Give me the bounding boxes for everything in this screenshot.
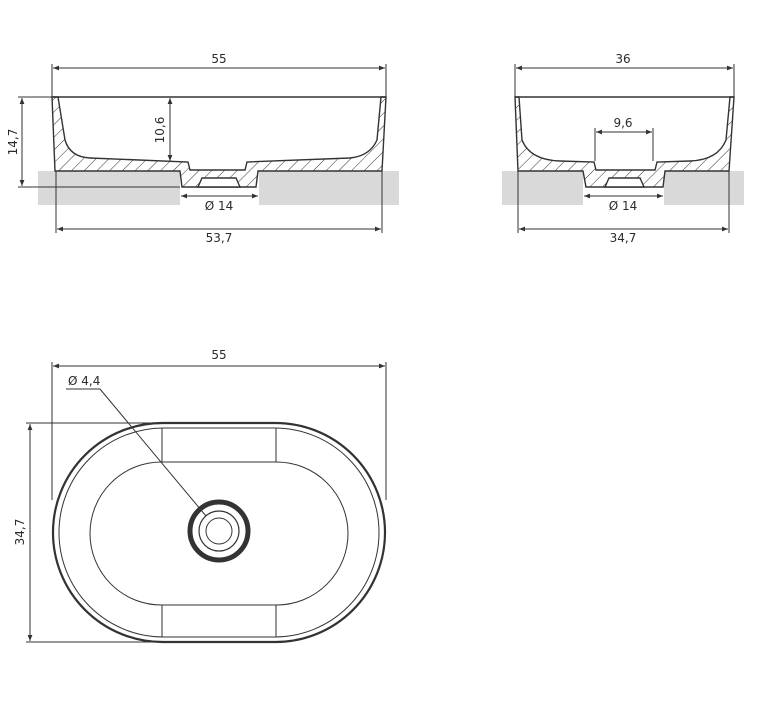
dim-label: 36 (615, 52, 630, 66)
drain-leader (66, 388, 207, 517)
drain-outer (187, 499, 251, 563)
dim-label: 9,6 (613, 116, 632, 130)
dim-label: 55 (211, 52, 226, 66)
front-section-view: 55 14,7 10,6 Ø 14 53,7 (6, 52, 399, 245)
drain-hole (196, 177, 242, 188)
countertop-left (502, 171, 583, 205)
basin-outer-rim (51, 421, 387, 644)
drain-hole (205, 517, 233, 545)
dim-label: 55 (211, 348, 226, 362)
dim-label: Ø 14 (609, 199, 638, 213)
dim-label: 34,7 (13, 519, 27, 546)
bowl-outline (89, 461, 349, 606)
dim-label: Ø 4,4 (68, 374, 100, 388)
dim-label: 14,7 (6, 129, 20, 156)
dim-label: 53,7 (206, 231, 233, 245)
dim-label: 10,6 (153, 117, 167, 144)
drain-hole (603, 177, 646, 188)
side-section-view: 36 9,6 Ø 14 34,7 (502, 52, 744, 245)
countertop-right (664, 171, 744, 205)
drain-ring (198, 510, 240, 552)
basin-inner-rim (58, 427, 380, 638)
top-view: 55 Ø 4,4 34,7 (13, 348, 387, 644)
dim-label: Ø 14 (205, 199, 234, 213)
dim-label: 34,7 (610, 231, 637, 245)
countertop-left (38, 171, 180, 205)
countertop-right (259, 171, 399, 205)
